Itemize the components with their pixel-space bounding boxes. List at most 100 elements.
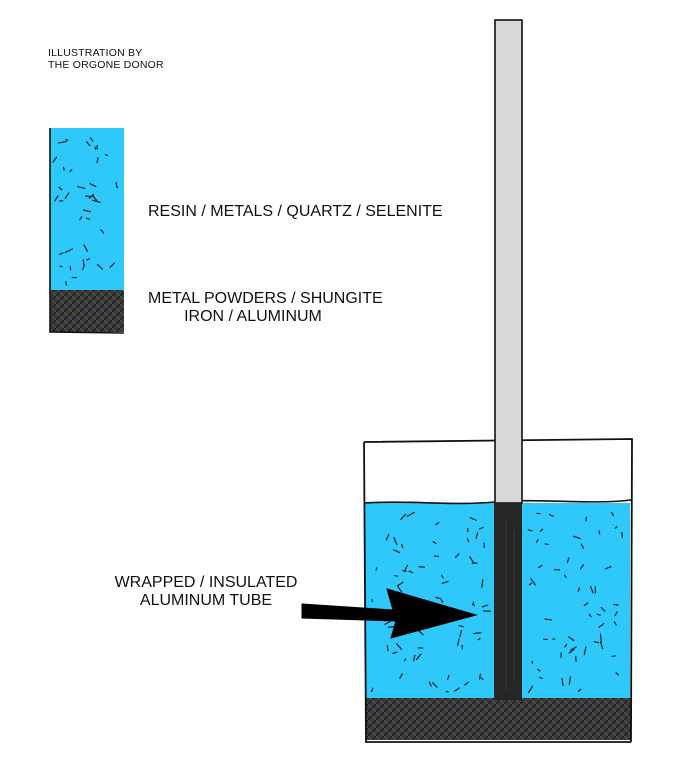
resin-fleck — [393, 549, 401, 554]
resin-fleck — [583, 602, 589, 607]
resin-fleck — [458, 624, 464, 628]
resin-fleck — [58, 140, 67, 144]
resin-fleck — [538, 564, 543, 569]
resin-fleck — [404, 564, 408, 572]
tube-callout-line-1: WRAPPED / INSULATED — [114, 574, 298, 591]
container-outline — [363, 438, 633, 743]
resin-fleck — [393, 574, 398, 577]
resin-fleck — [69, 168, 73, 173]
resin-fleck — [568, 676, 571, 686]
resin-fleck — [417, 629, 424, 636]
resin-fleck — [478, 526, 484, 530]
resin-fleck — [89, 183, 97, 188]
resin-fleck — [59, 265, 63, 268]
resin-fleck — [432, 682, 438, 688]
resin-fleck — [83, 244, 89, 252]
legend-base-line-2: IRON / ALUMINUM — [184, 308, 322, 326]
resin-fleck — [590, 586, 594, 594]
legend-base-line-1: METAL POWDERS / SHUNGITE — [148, 290, 383, 307]
resin-fleck — [441, 580, 449, 584]
resin-fleck — [600, 607, 606, 612]
resin-fleck — [435, 521, 440, 526]
resin-fleck — [82, 264, 85, 271]
resin-fleck — [415, 653, 422, 661]
tube-callout-label: WRAPPED / INSULATED ALUMINUM TUBE — [100, 574, 312, 611]
resin-fleck — [455, 553, 460, 558]
resin-fleck — [441, 574, 444, 579]
resin-fleck — [568, 636, 575, 642]
resin-fleck — [481, 579, 484, 588]
resin-fleck — [479, 677, 484, 680]
resin-fleck — [599, 641, 604, 650]
resin-fleck — [404, 658, 407, 662]
resin-fleck — [435, 596, 442, 600]
resin-fleck — [89, 137, 94, 142]
resin-fleck — [96, 157, 99, 164]
resin-fleck — [392, 651, 398, 654]
aluminum-tube — [494, 19, 523, 700]
resin-fleck — [535, 539, 539, 543]
resin-fleck — [613, 621, 617, 626]
resin-fleck — [544, 543, 549, 546]
resin-fleck — [400, 513, 407, 521]
resin-fleck — [386, 644, 389, 652]
resin-fleck — [580, 543, 584, 549]
resin-fleck — [473, 632, 482, 635]
resin-fleck — [397, 581, 404, 587]
resin-fleck — [447, 674, 450, 681]
resin-fleck — [477, 637, 481, 641]
resin-fleck — [413, 654, 416, 662]
resin-fleck — [86, 141, 91, 147]
legend-label-base: METAL POWDERS / SHUNGITE IRON / ALUMINUM — [148, 290, 383, 327]
resin-fleck — [566, 557, 570, 563]
resin-fleck — [94, 146, 97, 151]
resin-fleck — [481, 604, 489, 608]
resin-fleck — [568, 648, 575, 654]
resin-fleck — [577, 587, 581, 592]
credit-line-1: ILLUSTRATION BY — [48, 47, 143, 59]
resin-fleck — [91, 199, 101, 203]
legend-base-swatch — [50, 290, 124, 332]
container-base-layer — [366, 698, 631, 740]
resin-fleck — [464, 681, 469, 686]
resin-fleck — [548, 514, 554, 517]
resin-fleck — [65, 281, 68, 286]
resin-fleck — [528, 582, 533, 586]
resin-fleck — [537, 668, 541, 672]
resin-fleck — [475, 532, 479, 539]
resin-fleck — [539, 528, 544, 532]
resin-fleck — [563, 574, 567, 578]
resin-fleck — [371, 687, 374, 692]
resin-fleck — [596, 613, 601, 616]
resin-fleck — [613, 604, 619, 606]
resin-fleck — [621, 532, 623, 538]
resin-fleck — [428, 681, 432, 687]
resin-fleck — [64, 192, 70, 199]
resin-fleck — [478, 673, 481, 680]
resin-fleck — [92, 195, 98, 202]
resin-fleck — [433, 555, 440, 558]
tube-texture — [505, 520, 515, 690]
resin-fleck — [598, 622, 605, 628]
resin-fleck — [538, 676, 543, 679]
resin-fleck — [385, 533, 390, 541]
resin-fleck — [564, 644, 568, 648]
resin-fleck — [82, 259, 85, 265]
resin-fleck — [598, 530, 601, 535]
arrow-icon — [301, 588, 478, 639]
resin-fleck — [105, 153, 108, 157]
resin-fleck — [54, 195, 59, 202]
resin-fleck — [472, 601, 475, 606]
resin-fleck — [585, 516, 588, 522]
resin-fleck — [52, 156, 58, 163]
resin-fleck — [469, 517, 477, 521]
resin-fleck — [614, 611, 618, 617]
resin-fleck — [82, 209, 91, 213]
resin-fleck — [432, 541, 437, 544]
legend-label-resin: RESIN / METALS / QUARTZ / SELENITE — [148, 203, 443, 220]
resin-fleck — [611, 655, 616, 658]
resin-fleck — [440, 599, 444, 603]
resin-fleck — [544, 618, 553, 621]
resin-fleck — [469, 556, 475, 564]
resin-fleck — [577, 688, 582, 692]
